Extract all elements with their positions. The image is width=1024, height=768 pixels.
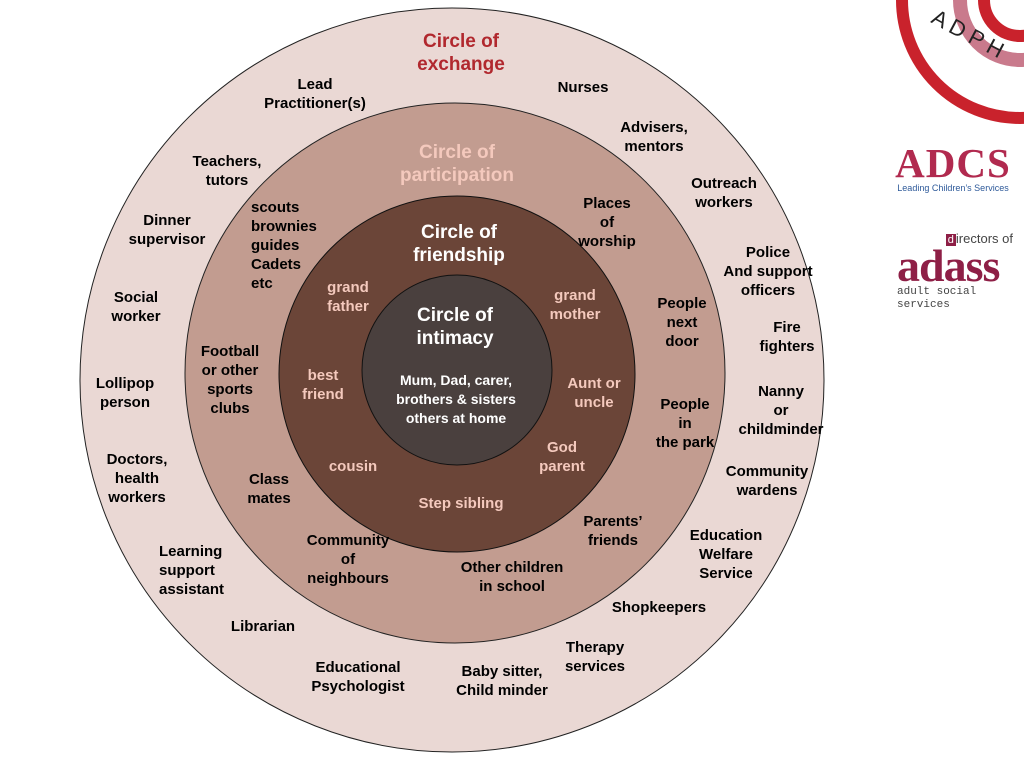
participation-label: scouts brownies guides Cadets etc <box>251 199 317 292</box>
exchange-label: Social worker <box>111 289 161 325</box>
adcs-logo-name: ADCS <box>895 140 1011 186</box>
participation-label: People next door <box>657 295 707 350</box>
adph-ring-inner <box>978 0 1024 42</box>
adph-ring-outer <box>896 0 1024 124</box>
friendship-label: grand father <box>327 279 369 315</box>
exchange-label: Fire fighters <box>759 319 815 355</box>
exchange-label: Education Welfare Service <box>689 527 763 582</box>
participation-label: Other children in school <box>460 559 564 595</box>
exchange-label: Community wardens <box>725 463 809 499</box>
exchange-label: Doctors, health workers <box>106 451 168 506</box>
adph-ring-pink <box>953 0 1024 67</box>
friendship-label: best friend <box>302 367 344 403</box>
exchange-label: Advisers, mentors <box>620 119 688 155</box>
friendship-label: cousin <box>328 458 378 475</box>
participation-title: Circle of participation <box>399 142 515 186</box>
participation-label: Class mates <box>247 471 291 507</box>
adass-logo-top-text: irectors of <box>955 231 1013 246</box>
friendship-label: Step sibling <box>418 495 504 512</box>
exchange-label: Shopkeepers <box>611 599 707 616</box>
adcs-logo-tagline: Leading Children’s Services <box>897 183 1009 193</box>
friendship-label: Aunt or uncle <box>567 375 621 411</box>
exchange-label: Nurses <box>557 79 609 96</box>
exchange-label: Outreach workers <box>691 175 757 211</box>
exchange-label: Teachers, tutors <box>192 153 262 189</box>
exchange-label: Nanny or childminder <box>738 383 824 438</box>
adass-logo-name: adass <box>897 240 1000 291</box>
friendship-title: Circle of friendship <box>413 222 505 266</box>
intimacy-title: Circle of intimacy <box>416 305 494 349</box>
friendship-label: grand mother <box>549 287 601 323</box>
participation-label: Football or other sports clubs <box>200 343 260 417</box>
exchange-title: Circle of exchange <box>417 31 505 75</box>
participation-label: Parents’ friends <box>583 513 643 549</box>
intimacy-label: Mum, Dad, carer, brothers & sisters othe… <box>396 372 516 426</box>
adass-logo-initial: d <box>945 234 956 246</box>
exchange-label: Police And support officers <box>723 244 813 299</box>
participation-label: Community of neighbours <box>306 532 390 587</box>
exchange-label: Baby sitter, Child minder <box>456 663 548 699</box>
exchange-label: Therapy services <box>564 639 626 675</box>
exchange-label: Lead Practitioner(s) <box>264 76 366 112</box>
circle-of-intimacy <box>361 274 553 466</box>
adcs-logo: ADCS Leading Children’s Services <box>893 143 1013 194</box>
adph-logo: A D P H <box>896 0 1024 124</box>
exchange-label: Librarian <box>230 618 296 635</box>
exchange-label: Dinner supervisor <box>128 212 206 248</box>
exchange-label: Lollipop person <box>95 375 155 411</box>
friendship-label: God parent <box>539 439 585 475</box>
participation-label: Places of worship <box>578 195 636 250</box>
exchange-label: Educational Psychologist <box>311 659 405 695</box>
participation-label: People in the park <box>655 396 715 451</box>
adass-logo-tagline: adult social services <box>897 286 977 311</box>
exchange-label: Learning support assistant <box>159 543 225 598</box>
